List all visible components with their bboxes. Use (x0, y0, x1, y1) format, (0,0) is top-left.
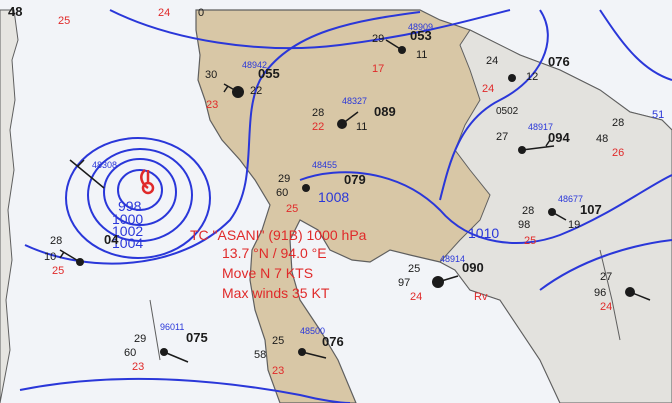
svg-text:27: 27 (600, 271, 612, 283)
station-075: 075 29 60 23 (124, 330, 208, 373)
svg-text:28: 28 (612, 117, 624, 129)
station-markers: 053 29 11 17 055 30 22 23 076 24 12 24 0… (8, 4, 635, 377)
svg-text:24: 24 (410, 291, 422, 303)
svg-text:29: 29 (134, 333, 146, 345)
svg-text:089: 089 (374, 104, 396, 119)
svg-text:48327: 48327 (342, 96, 367, 106)
svg-text:25: 25 (58, 15, 70, 27)
svg-text:04: 04 (104, 232, 119, 247)
svg-text:24: 24 (600, 301, 612, 313)
station-east-edge: 27 96 24 (594, 271, 635, 313)
svg-text:090: 090 (462, 260, 484, 275)
svg-text:96011: 96011 (160, 322, 184, 332)
svg-text:17: 17 (372, 63, 384, 75)
svg-text:0: 0 (198, 7, 204, 19)
svg-text:12: 12 (526, 71, 538, 83)
svg-text:075: 075 (186, 330, 208, 345)
svg-text:48917: 48917 (528, 122, 553, 132)
svg-text:23: 23 (132, 361, 144, 373)
svg-text:107: 107 (580, 202, 602, 217)
station-076-south: 076 25 58 23 (254, 334, 344, 377)
storm-name-pressure: TC "ASANI" (91B) 1000 hPa (190, 227, 367, 243)
svg-text:19: 19 (568, 219, 580, 231)
svg-text:28: 28 (522, 205, 534, 217)
isobar-label-1004: 1004 (112, 235, 143, 251)
svg-text:98: 98 (518, 219, 530, 231)
svg-text:055: 055 (258, 66, 280, 81)
isobar-labels: 998 1000 1002 1004 1008 1010 (112, 189, 499, 251)
isobar-label-1000: 1000 (112, 211, 143, 227)
storm-symbol-icon (140, 169, 155, 195)
svg-text:25: 25 (52, 265, 64, 277)
svg-text:25: 25 (286, 203, 298, 215)
svg-text:0502: 0502 (496, 106, 519, 117)
svg-text:076: 076 (548, 54, 570, 69)
svg-text:079: 079 (344, 172, 366, 187)
svg-text:23: 23 (206, 99, 218, 111)
station-ids: 48308 48327 48455 48917 48909 48942 4867… (92, 22, 583, 336)
svg-text:Rv: Rv (474, 291, 488, 303)
svg-text:23: 23 (272, 365, 284, 377)
station-094: 094 27 48 26 (496, 130, 624, 159)
isobar-lines (19, 9, 672, 403)
station-top-center: 24 0 (158, 7, 204, 19)
svg-text:26: 26 (612, 147, 624, 159)
station-055: 055 30 22 23 (205, 66, 280, 111)
svg-text:24: 24 (482, 83, 494, 95)
wind-barbs (59, 39, 651, 363)
misc-labels: Rv 28 51 (474, 109, 664, 303)
svg-text:22: 22 (312, 121, 324, 133)
isobar-label-1008: 1008 (318, 189, 349, 205)
storm-max-winds: Max winds 35 KT (222, 285, 330, 301)
storm-movement: Move N 7 KTS (222, 265, 313, 281)
svg-text:27: 27 (496, 131, 508, 143)
svg-text:60: 60 (124, 347, 136, 359)
svg-text:60: 60 (276, 187, 288, 199)
storm-position: 13.7 °N / 94.0 °E (222, 245, 327, 261)
isobar-label-998: 998 (118, 198, 142, 214)
svg-text:076: 076 (322, 334, 344, 349)
station-079: 079 29 60 25 (276, 172, 366, 215)
isobar-label-1010: 1010 (468, 225, 499, 241)
svg-text:96: 96 (594, 287, 606, 299)
svg-text:11: 11 (416, 49, 427, 61)
svg-text:29: 29 (278, 173, 290, 185)
svg-text:51: 51 (652, 109, 664, 121)
svg-text:10: 10 (44, 251, 56, 263)
station-053: 053 29 11 17 (372, 28, 432, 75)
svg-text:48909: 48909 (408, 22, 433, 32)
svg-text:28: 28 (312, 107, 324, 119)
svg-text:094: 094 (548, 130, 570, 145)
svg-text:29: 29 (372, 33, 384, 45)
station-090: 090 25 97 24 (398, 260, 484, 303)
svg-text:58: 58 (254, 349, 266, 361)
svg-text:24: 24 (158, 7, 170, 19)
svg-text:97: 97 (398, 277, 410, 289)
station-076-north: 076 24 12 24 0502 (482, 54, 570, 117)
land-west-coast (0, 9, 19, 403)
svg-text:053: 053 (410, 28, 432, 43)
svg-text:48455: 48455 (312, 160, 337, 170)
svg-text:22: 22 (250, 85, 262, 97)
svg-text:48: 48 (8, 4, 22, 19)
svg-text:30: 30 (205, 69, 217, 81)
svg-text:48308: 48308 (92, 160, 117, 170)
svg-text:25: 25 (272, 335, 284, 347)
svg-text:11: 11 (356, 121, 367, 133)
svg-text:48914: 48914 (440, 254, 465, 264)
island-andaman (149, 249, 621, 361)
station-top-left: 48 25 (8, 4, 70, 27)
svg-text:25: 25 (524, 235, 536, 247)
svg-text:48677: 48677 (558, 194, 583, 204)
svg-text:48942: 48942 (242, 60, 267, 70)
svg-text:25: 25 (408, 263, 420, 275)
svg-text:28: 28 (50, 235, 62, 247)
station-04: 04 28 10 25 (44, 232, 119, 277)
svg-text:48500: 48500 (300, 326, 325, 336)
svg-text:48: 48 (596, 133, 608, 145)
isobar-label-1002: 1002 (112, 223, 143, 239)
svg-text:24: 24 (486, 55, 498, 67)
storm-annotation: TC "ASANI" (91B) 1000 hPa 13.7 °N / 94.0… (190, 227, 367, 301)
